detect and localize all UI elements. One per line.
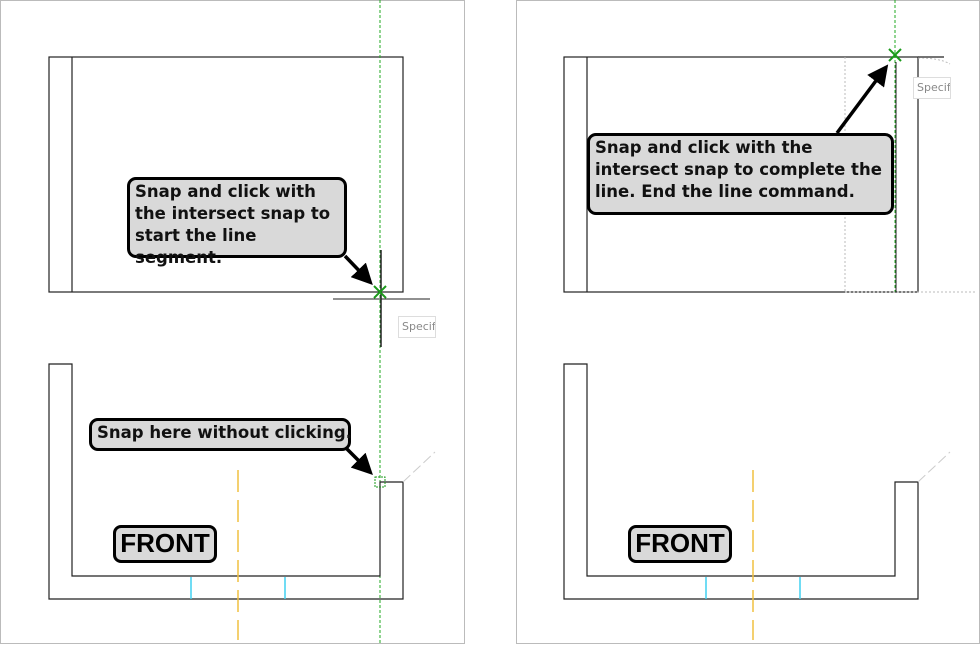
callout-arrow xyxy=(345,447,373,475)
left-front-view xyxy=(48,363,404,600)
callout-arrow xyxy=(343,254,373,286)
intersect-snap-marker-icon xyxy=(373,285,387,299)
tooltip-specify: Specify xyxy=(398,316,436,338)
view-label-front: FRONT xyxy=(628,525,732,563)
callout-arrow xyxy=(835,64,889,135)
view-label-front: FRONT xyxy=(113,525,217,563)
tooltip-specify: Specify xyxy=(913,77,951,99)
left-top-view xyxy=(48,56,404,293)
callout-start-line: Snap and click with the intersect snap t… xyxy=(127,177,347,267)
callout-snap-here: Snap here without clicking. xyxy=(89,418,352,451)
construction-line xyxy=(402,451,436,483)
left-viewport[interactable] xyxy=(0,0,465,644)
construction-line xyxy=(917,451,951,483)
callout-complete-line: Snap and click with the intersect snap t… xyxy=(587,133,894,215)
acquired-point-marker-icon xyxy=(374,476,386,488)
right-front-view xyxy=(563,363,919,600)
right-viewport[interactable] xyxy=(516,0,980,644)
intersect-snap-marker-icon xyxy=(888,48,902,62)
